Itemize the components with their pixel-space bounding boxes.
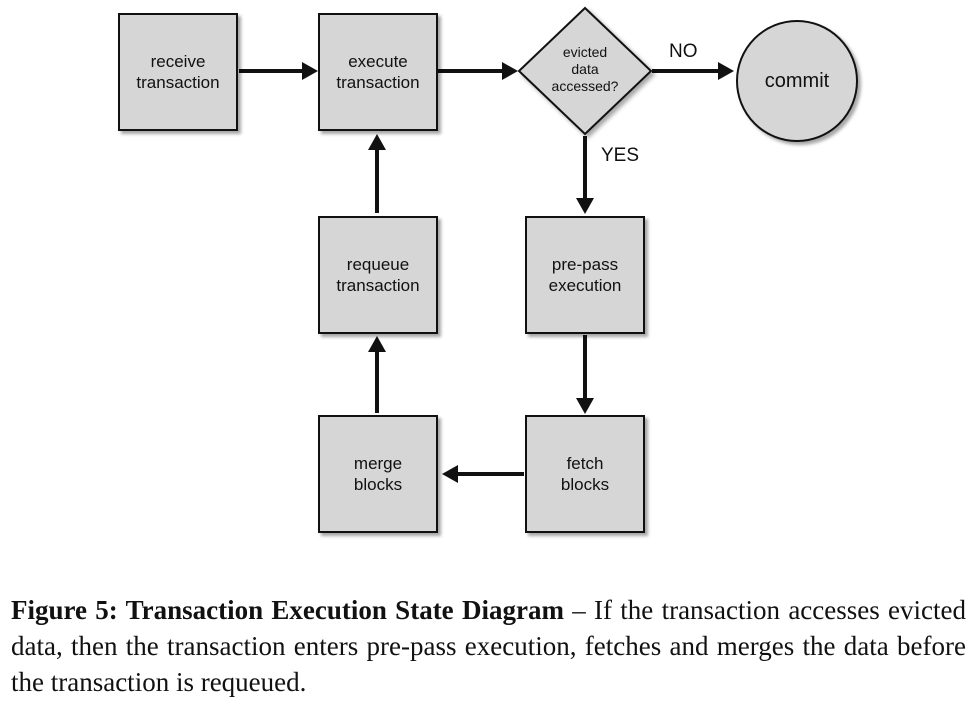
node-label: requeue — [346, 255, 410, 274]
node-label: receive — [150, 52, 206, 71]
figure-title: Transaction Execution State Diagram — [125, 595, 564, 625]
node-pre-pass-execution: pre-pass execution — [525, 216, 645, 334]
node-fetch-blocks: fetch blocks — [525, 415, 645, 533]
node-label: execute — [348, 52, 408, 71]
node-label: pre-pass — [551, 255, 619, 274]
node-label: transaction — [336, 73, 420, 92]
node-execute-transaction: execute transaction — [318, 13, 438, 131]
node-label: blocks — [353, 475, 403, 494]
node-label: execution — [548, 276, 622, 295]
edge-label-no: NO — [669, 41, 698, 62]
decision-label-line: accessed? — [551, 78, 619, 94]
decision-label: evicted data accessed? — [535, 44, 635, 95]
decision-label-line: data — [571, 61, 599, 77]
state-diagram: receive transaction execute transaction … — [118, 6, 858, 533]
node-merge-blocks: merge blocks — [318, 415, 438, 533]
node-receive-transaction: receive transaction — [118, 13, 238, 131]
edge-label-yes: YES — [601, 145, 640, 166]
diagram-arrows — [239, 6, 734, 483]
figure-caption: Figure 5: Transaction Execution State Di… — [11, 592, 966, 700]
caption-text: – If the transaction accesses evicted da… — [11, 595, 967, 697]
node-label: merge — [353, 454, 403, 473]
node-commit: commit — [736, 20, 858, 142]
node-requeue-transaction: requeue transaction — [318, 216, 438, 334]
decision-label-line: evicted — [562, 44, 608, 60]
node-label: transaction — [336, 276, 420, 295]
node-label: blocks — [560, 475, 610, 494]
figure-label: Figure 5: — [11, 595, 118, 625]
node-label: commit — [764, 69, 830, 92]
node-label: fetch — [566, 454, 604, 473]
decision-diamond — [517, 6, 653, 136]
node-label: transaction — [136, 73, 220, 92]
